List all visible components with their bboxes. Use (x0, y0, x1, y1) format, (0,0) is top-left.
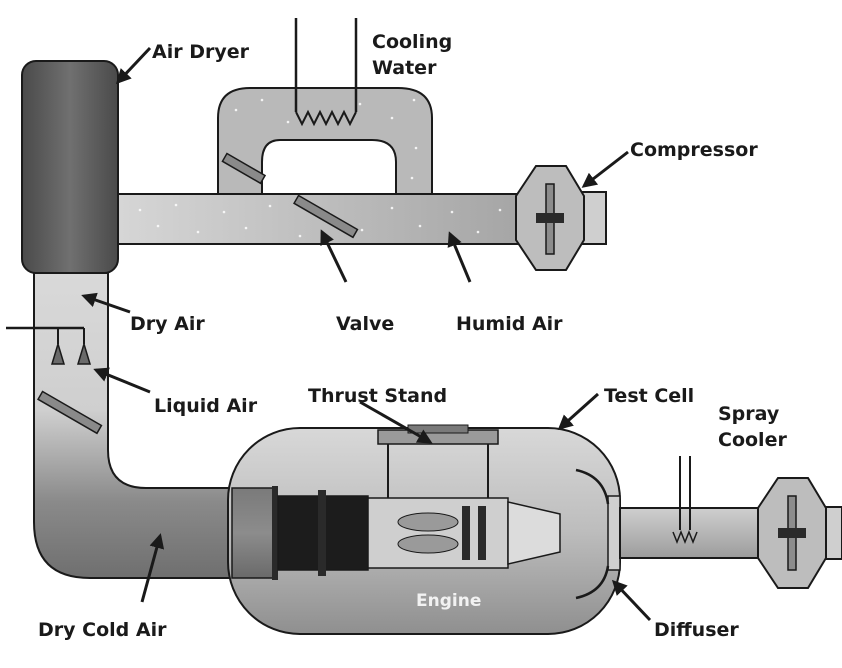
label-diffuser: Diffuser (654, 619, 739, 641)
bypass-valve (221, 152, 267, 185)
label-cooling-water-line2: Water (372, 57, 437, 79)
arrow-diffuser (611, 579, 652, 622)
label-valve: Valve (336, 313, 394, 335)
label-spray-cooler-line1: Spray (718, 403, 780, 425)
compressor-upper (515, 165, 607, 271)
compressor-lower (757, 477, 842, 589)
label-dry-cold-air: Dry Cold Air (38, 619, 167, 641)
engine (367, 497, 561, 569)
label-engine: Engine (416, 591, 481, 611)
arrow-test-cell (557, 392, 600, 431)
moisture-speckles (138, 98, 502, 238)
label-test-cell: Test Cell (604, 385, 694, 407)
label-liquid-air: Liquid Air (154, 395, 258, 417)
label-spray-cooler-line2: Cooler (718, 429, 787, 451)
cooling-coil (295, 109, 357, 127)
label-compressor: Compressor (630, 139, 758, 161)
arrow-humid-air (447, 231, 472, 283)
arrow-dry-air (81, 292, 131, 314)
arrow-dry-cold-air (140, 533, 165, 603)
label-humid-air: Humid Air (456, 313, 563, 335)
cooling-bypass-loop (217, 87, 433, 195)
label-thrust-stand: Thrust Stand (308, 385, 447, 407)
label-cooling-water-line1: Cooling (372, 31, 452, 53)
leader-arrows (81, 46, 652, 622)
air-dryer-vessel (21, 60, 119, 274)
label-air-dryer: Air Dryer (152, 41, 250, 63)
engine-nozzle (507, 501, 561, 565)
thrust-stand (377, 424, 499, 498)
dry-air-valve (37, 390, 103, 435)
arrow-compressor (581, 150, 629, 188)
arrow-thrust-stand (359, 400, 433, 444)
exhaust-duct (619, 507, 767, 559)
label-dry-air: Dry Air (130, 313, 205, 335)
arrow-valve (320, 229, 348, 283)
spray-cooler (672, 456, 698, 545)
main-valve (293, 194, 359, 239)
arrow-air-dryer (115, 46, 152, 85)
arrow-liquid-air (93, 367, 151, 394)
liquid-air-injector (6, 326, 92, 365)
